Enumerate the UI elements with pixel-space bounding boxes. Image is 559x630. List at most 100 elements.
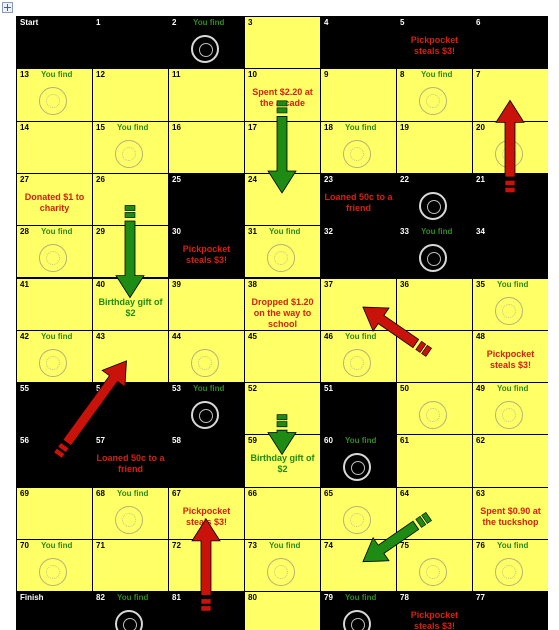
square-number: 34 (476, 227, 485, 237)
square-event-text: Pickpocket steals $3! (182, 244, 231, 266)
table-move-handle-icon[interactable] (2, 2, 13, 13)
coin-icon (115, 139, 143, 168)
square-number: 69 (20, 488, 29, 498)
square-74: 74 (320, 539, 397, 593)
coin-icon (115, 505, 143, 534)
square-51: 51 (320, 382, 397, 436)
square-number: 36 (400, 279, 409, 289)
coin-icon (191, 401, 219, 430)
square-24: 24 (244, 172, 321, 227)
square-number: 28 (20, 227, 29, 237)
you-find-label: You find (193, 18, 225, 27)
square-number: 74 (324, 541, 333, 550)
square-number: 46 (324, 331, 333, 341)
coin-icon (419, 558, 447, 586)
square-number: 15 (96, 122, 105, 132)
square-number: 5 (400, 18, 405, 27)
square-number: 75 (400, 541, 409, 550)
square-number: 4 (324, 18, 329, 27)
square-3: 3 (244, 16, 321, 70)
coin-icon (191, 348, 219, 377)
square-event-text: Pickpocket steals $3! (486, 348, 535, 370)
square-start: Start (16, 16, 93, 70)
square-event-text: Spent $2.20 at the arcade (252, 87, 313, 109)
square-64: 64 (396, 486, 473, 540)
square-number: 47 (400, 331, 409, 341)
you-find-label: You find (345, 593, 377, 603)
you-find-label: You find (41, 70, 73, 80)
square-number: 32 (324, 227, 333, 237)
you-find-label: You find (421, 227, 453, 237)
square-52: 52 (244, 382, 321, 436)
square-22: 22 (396, 172, 473, 227)
square-66: 66 (244, 486, 321, 540)
coin-icon (495, 296, 523, 325)
square-43: 43 (92, 329, 169, 384)
square-number: 62 (476, 436, 485, 446)
you-find-label: You find (117, 593, 149, 603)
square-number: 52 (248, 384, 257, 394)
square-34: 34 (472, 225, 548, 279)
square-number: 57 (96, 436, 105, 446)
square-number: 1 (96, 18, 101, 27)
square-8: 8 You find (396, 68, 473, 122)
square-55: 55 (16, 382, 93, 436)
square-number: 21 (476, 174, 485, 184)
coin-icon (191, 35, 219, 63)
square-69: 69 (16, 486, 93, 540)
square-17: 17 (244, 120, 321, 174)
you-find-label: You find (345, 331, 377, 341)
square-number: 73 (248, 541, 257, 550)
square-number: 9 (324, 70, 329, 80)
square-number: 42 (20, 331, 29, 341)
square-number: 68 (96, 488, 105, 498)
coin-icon (267, 244, 295, 273)
coin-icon (343, 139, 371, 168)
square-number: 80 (248, 593, 257, 603)
square-event-text: Pickpocket steals $3! (410, 35, 459, 56)
square-7: 7 (472, 68, 548, 122)
you-find-label: You find (421, 70, 453, 80)
square-number: 16 (172, 122, 181, 132)
square-number: 6 (476, 18, 481, 27)
square-number: 77 (476, 593, 485, 603)
square-number: 8 (400, 70, 405, 80)
square-number: 18 (324, 122, 333, 132)
coin-icon (419, 87, 447, 116)
square-number: 37 (324, 279, 333, 289)
square-number: 54 (96, 384, 105, 394)
square-61: 61 (396, 434, 473, 488)
square-number: 49 (476, 384, 485, 394)
square-number: 2 (172, 18, 177, 27)
square-number: 41 (20, 279, 29, 289)
square-number: 12 (96, 70, 105, 80)
square-number: 22 (400, 174, 409, 184)
square-72: 72 (168, 539, 245, 593)
square-event-text: Dropped $1.20 on the way to school (251, 296, 314, 329)
square-number: 81 (172, 593, 181, 603)
square-number: 33 (400, 227, 409, 237)
square-number: 25 (172, 174, 181, 184)
square-number: 7 (476, 70, 481, 80)
square-number: 27 (20, 174, 29, 184)
square-event-text: Birthday gift of $2 (250, 453, 315, 475)
square-number: 72 (172, 541, 181, 550)
square-number: 44 (172, 331, 181, 341)
square-number: 31 (248, 227, 257, 237)
square-71: 71 (92, 539, 169, 593)
square-4: 4 (320, 16, 397, 70)
square-81: 81 (168, 591, 245, 630)
square-number: 24 (248, 174, 257, 184)
square-2: 2 You find (168, 16, 245, 70)
square-number: 39 (172, 279, 181, 289)
square-number: 26 (96, 174, 105, 184)
square-number: 64 (400, 488, 409, 498)
